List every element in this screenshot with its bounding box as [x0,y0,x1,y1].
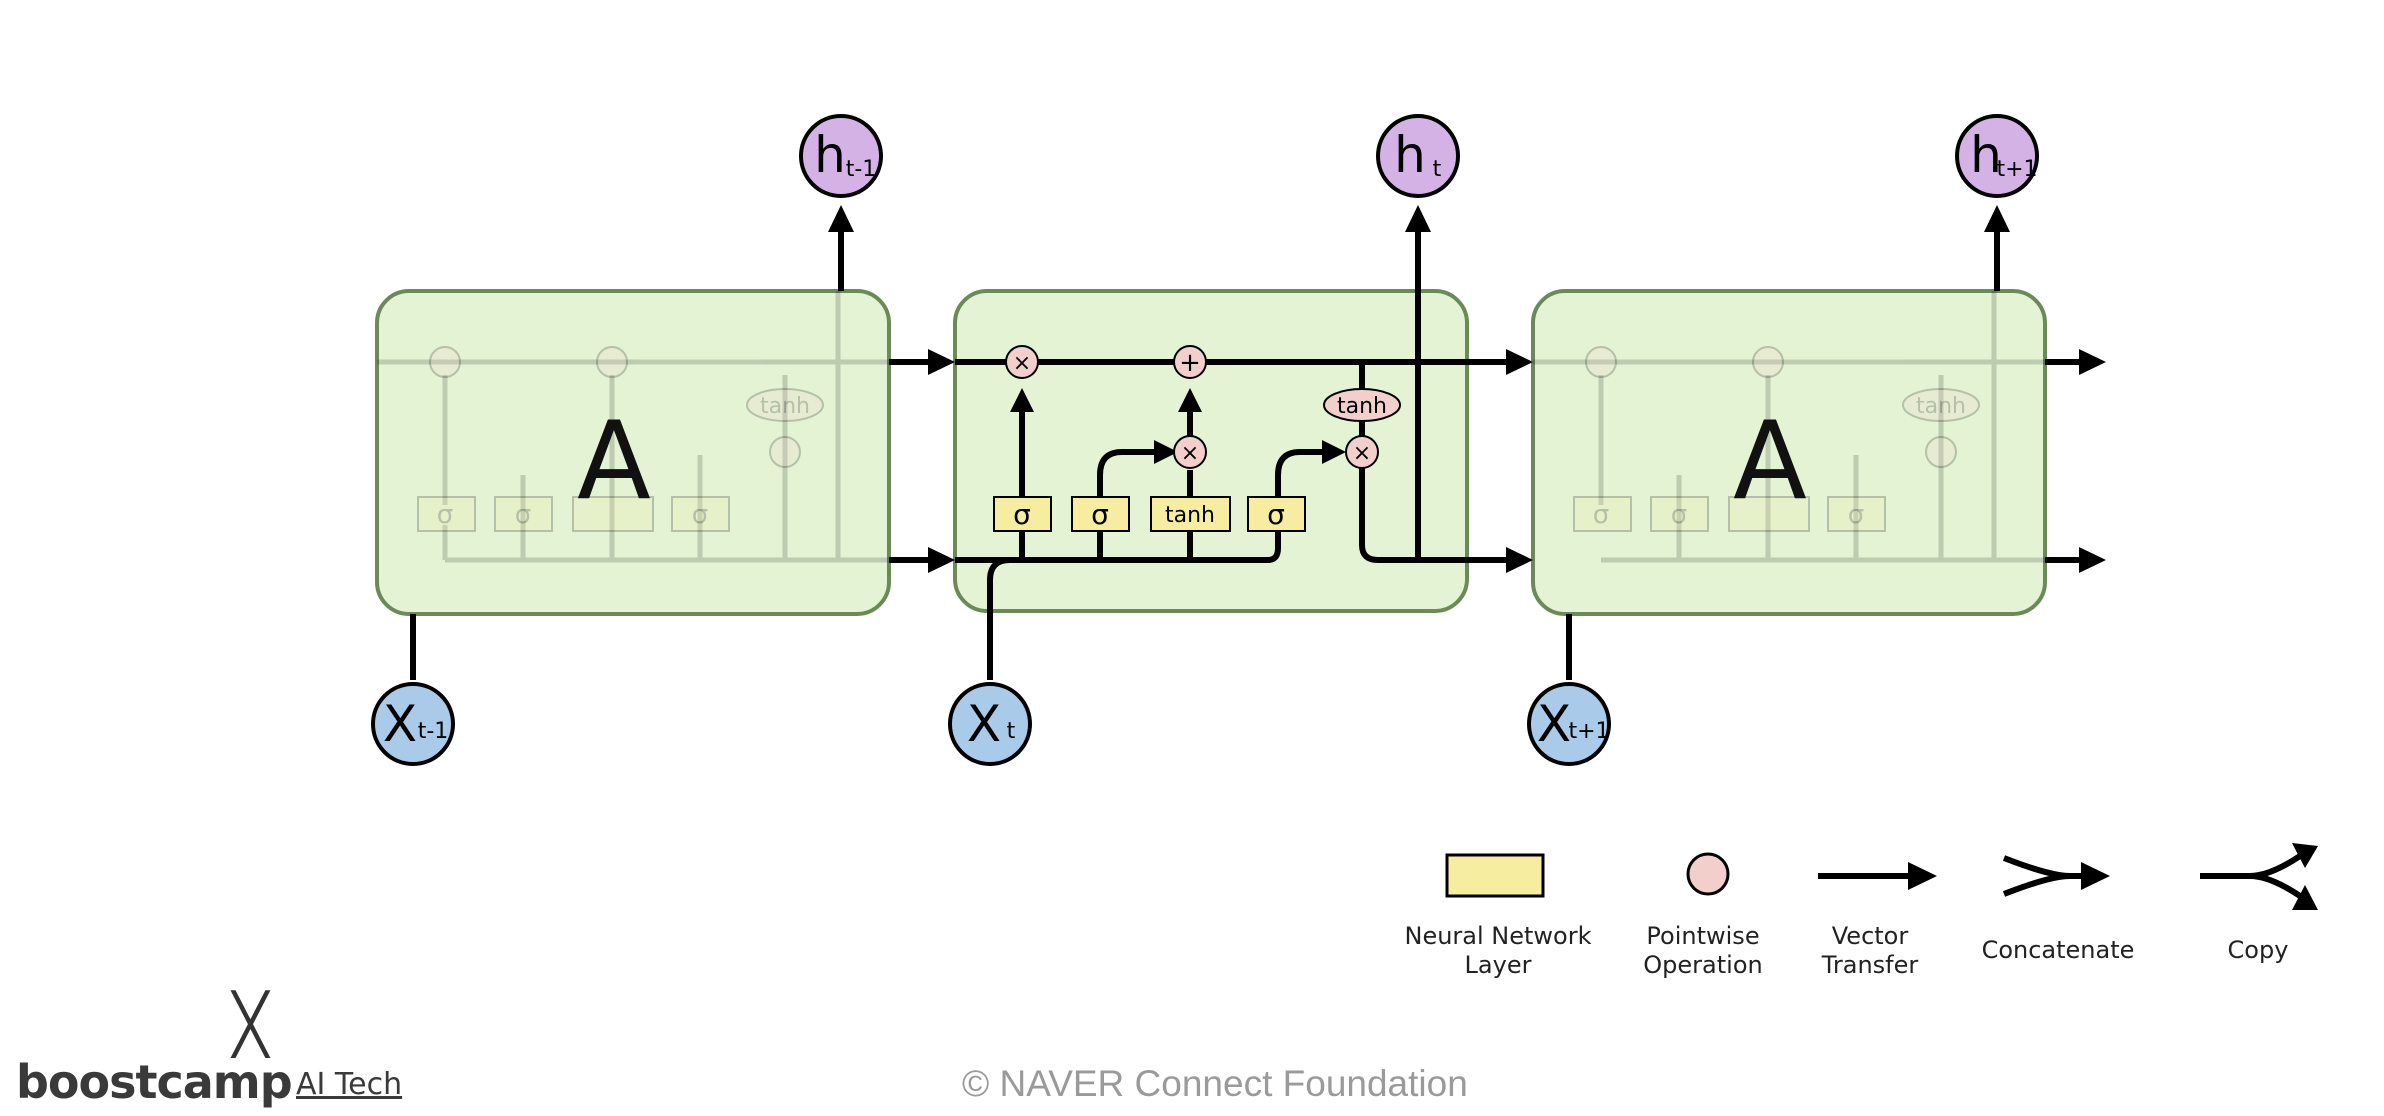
forget-multiply [1005,345,1039,379]
cell-tanh [1323,388,1401,422]
faded-internals [377,291,889,563]
svg-text:h: h [1970,126,2002,184]
input-node-x-t-1: X t-1 [371,682,455,766]
svg-text:X: X [1537,695,1571,753]
legend-concatenate: Concatenate [1982,855,2135,964]
boostcamp-ai-tech-label: AI Tech [296,1067,403,1102]
svg-text:Copy: Copy [2228,936,2289,964]
cell-label-a: A [577,399,651,524]
svg-text:σ: σ [692,500,708,530]
svg-text:Transfer: Transfer [1821,951,1919,979]
copyright-notice: © NAVER Connect Foundation [962,1063,1468,1104]
lstm-cell-left: σ σ σ tanh A [375,289,891,616]
svg-text:σ: σ [437,500,453,530]
legend-vector-transfer: Vector Transfer [1818,862,1937,979]
cell-add [1173,345,1207,379]
arrowheads [1010,205,1431,464]
svg-text:t+1: t+1 [1568,719,1609,744]
faded-gates: σ σ σ tanh [417,346,824,532]
svg-text:tanh: tanh [760,394,810,419]
svg-text:t-1: t-1 [846,157,877,182]
faded-gates: σ σ σ tanh [1573,346,1980,532]
svg-text:Pointwise: Pointwise [1646,922,1759,950]
legend: Neural Network Layer Pointwise Operation… [1404,843,2318,979]
xt-feed [987,557,1011,680]
input-gate-layer [1071,496,1130,532]
svg-text:Concatenate: Concatenate [1982,936,2135,964]
tanh-label: tanh [1165,503,1215,528]
svg-text:×: × [1353,441,1371,466]
svg-text:Vector: Vector [1832,922,1909,950]
cell-box [1531,289,2047,616]
svg-text:t: t [1007,719,1016,744]
output-nodes: h t-1 h t h t+1 [799,114,2039,198]
svg-text:+: + [1179,348,1201,378]
sigma-label: σ [1267,498,1285,531]
input-multiply [1173,435,1207,469]
legend-neural-network-layer: Neural Network Layer [1404,853,1592,979]
svg-text:×: × [1181,441,1199,466]
input-node-x-t+1: X t+1 [1527,682,1611,766]
input-node-x-t: X t [948,682,1032,766]
svg-text:σ: σ [1671,500,1687,530]
output-gate-layer [1247,496,1306,532]
svg-text:σ: σ [1593,500,1609,530]
inter-cell-arrowheads [828,205,2106,573]
svg-text:σ: σ [515,500,531,530]
output-node-h-t-1: h t-1 [799,114,883,198]
boostcamp-x-mark: ╳ [233,990,268,1058]
svg-text:Neural Network: Neural Network [1404,922,1591,950]
layer-swatch [1445,853,1545,898]
svg-text:X: X [383,695,417,753]
svg-text:Layer: Layer [1465,951,1532,979]
forget-gate-layer [993,496,1052,532]
svg-text:tanh: tanh [1337,394,1387,419]
legend-pointwise-operation: Pointwise Operation [1643,852,1763,979]
svg-text:h: h [814,126,846,184]
svg-text:X: X [967,695,1001,753]
output-multiply [1345,435,1379,469]
svg-text:h: h [1394,126,1426,184]
gate-layers: σ σ tanh σ [993,496,1306,532]
lstm-cell-right: σ σ σ tanh A [1531,289,2047,616]
svg-text:t-1: t-1 [418,719,449,744]
svg-text:t+1: t+1 [1996,157,2037,182]
svg-text:t: t [1433,157,1442,182]
svg-text:σ: σ [1848,500,1864,530]
svg-text:×: × [1013,351,1031,376]
pointwise-ops: × + × × tanh [1005,345,1401,469]
output-node-h-t+1: h t+1 [1955,114,2039,198]
sigma-label: σ [1091,498,1109,531]
candidate-layer [1150,496,1231,532]
lstm-cell-middle: σ σ tanh σ × + × × tanh [953,205,1500,680]
svg-text:tanh: tanh [1916,394,1966,419]
input-nodes: X t-1 X t X t+1 [371,682,1611,766]
cell-label-a: A [1733,399,1807,524]
output-node-h-t: h t [1376,114,1460,198]
sigma-label: σ [1013,498,1031,531]
pointwise-swatch [1686,852,1730,896]
svg-text:Operation: Operation [1643,951,1762,979]
cell-box [375,289,891,616]
boostcamp-logo: boostcamp [16,1055,293,1109]
legend-copy: Copy [2200,843,2318,964]
faded-internals [1533,291,2045,563]
